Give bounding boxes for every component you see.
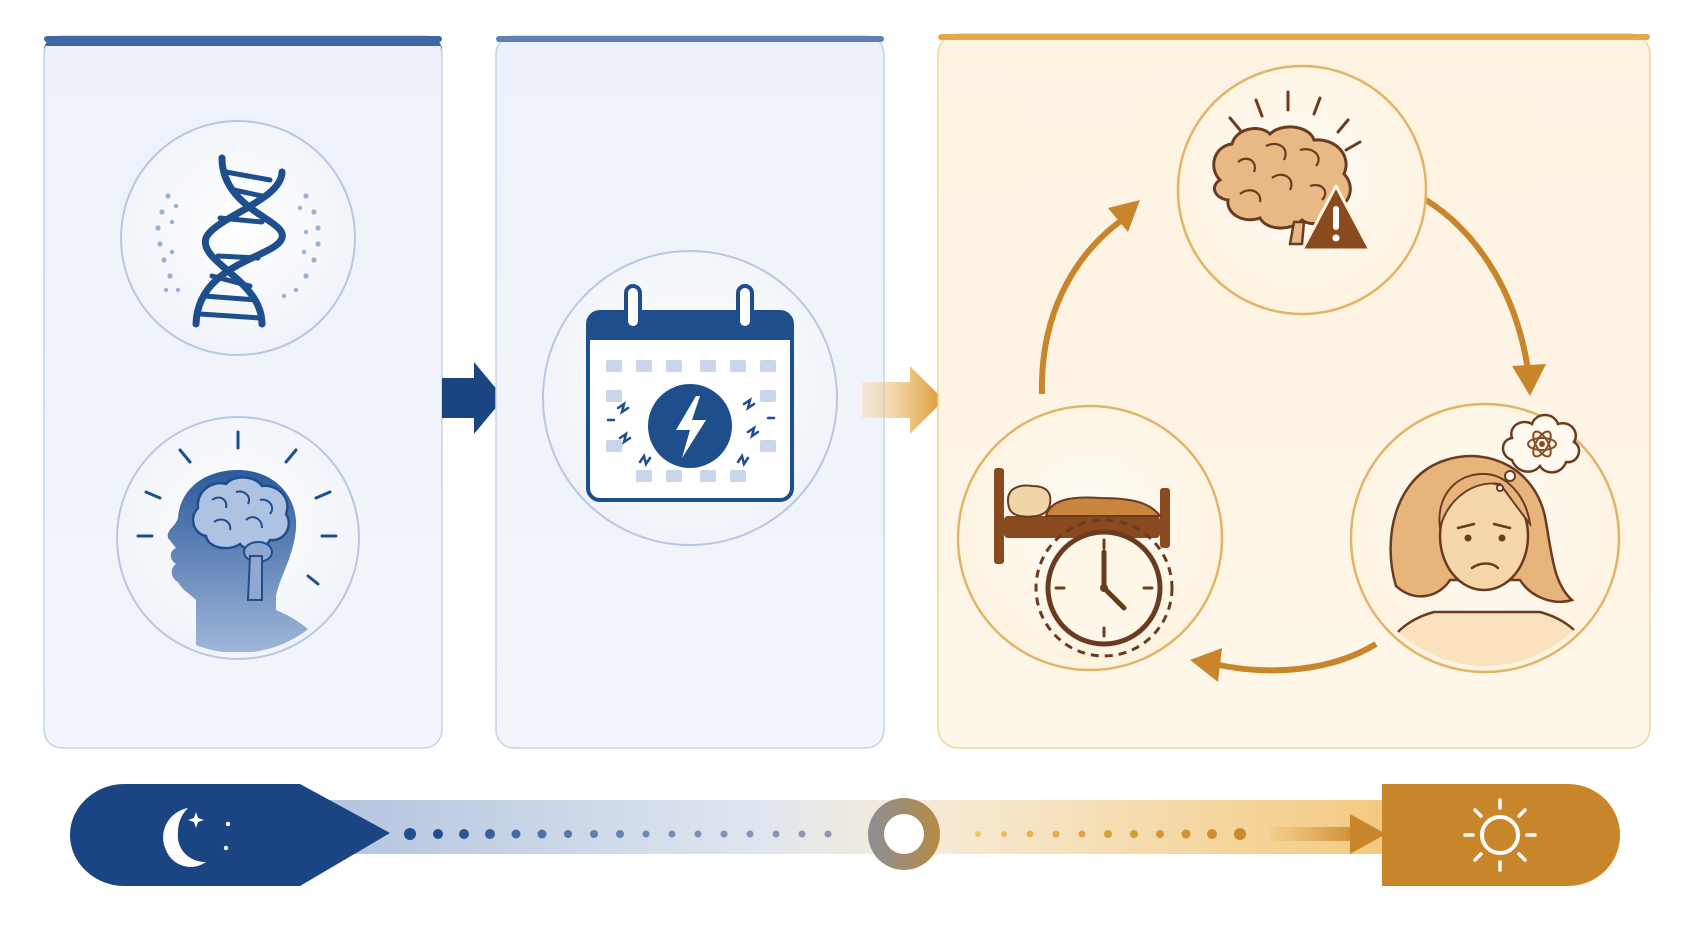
calendar-lightning-icon xyxy=(542,250,838,546)
progress-dots-left xyxy=(404,828,832,840)
night-to-day-timeline xyxy=(70,784,1620,886)
progress-dots-right xyxy=(975,828,1246,840)
midpoint-ring xyxy=(868,798,940,870)
night-cap xyxy=(70,784,390,886)
to-day-arrow xyxy=(1270,814,1386,854)
cycle-arrow-left-to-top xyxy=(1038,200,1140,395)
sun-icon xyxy=(1463,798,1537,872)
trigger-panel xyxy=(495,35,885,749)
cycle-arrow-right-to-left xyxy=(1190,641,1378,682)
bed-clock-icon xyxy=(956,404,1224,672)
cycle-panel xyxy=(937,33,1651,749)
day-cap xyxy=(1382,784,1620,886)
moon-icon xyxy=(163,808,206,867)
clock-icon xyxy=(1034,518,1174,658)
thought-bubble-icon xyxy=(1496,413,1581,492)
cycle-arrow-top-to-right xyxy=(1410,189,1546,396)
brain-warning-icon xyxy=(1176,64,1428,316)
arrow-2-to-3 xyxy=(862,366,944,434)
dna-icon xyxy=(120,120,356,356)
arrow-1-to-2 xyxy=(442,362,504,434)
brain-in-head xyxy=(191,476,291,601)
star-icon xyxy=(188,812,231,851)
predisposition-panel xyxy=(43,35,443,749)
head-brain-icon xyxy=(116,416,360,660)
worried-person-icon xyxy=(1349,402,1621,674)
